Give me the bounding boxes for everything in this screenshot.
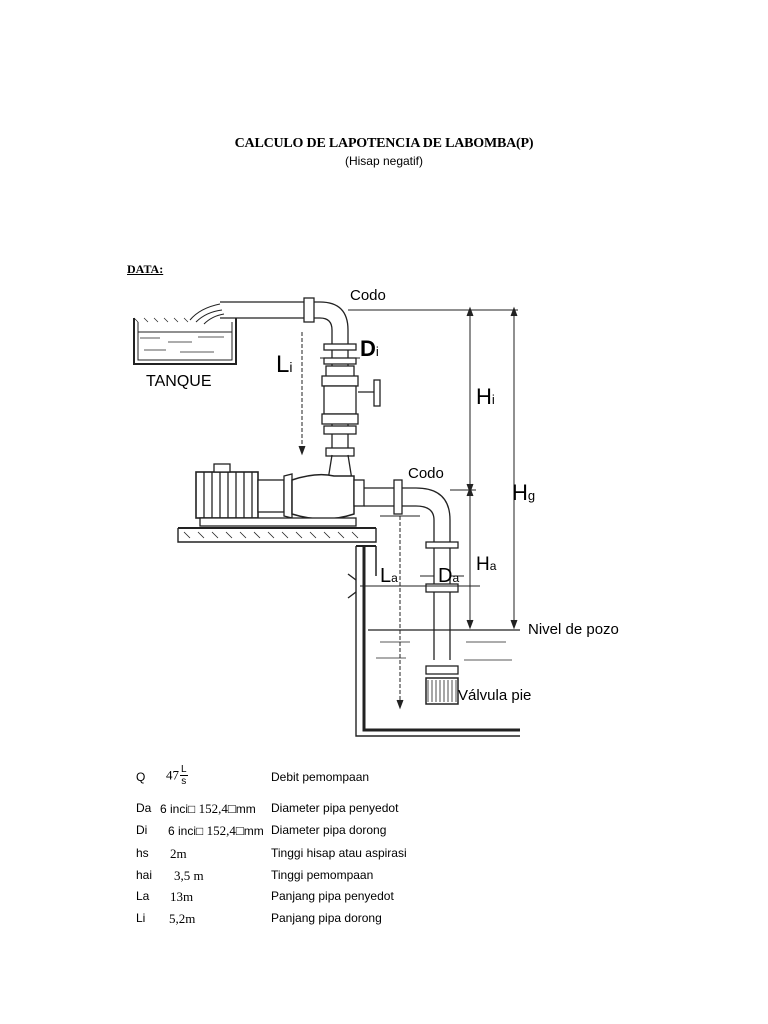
page-title: CALCULO DE LAPOTENCIA DE LABOMBA(P): [234, 136, 534, 151]
symbol: Di: [136, 823, 148, 837]
pump-diagram: Codo TANQUE Li Di Hi Codo Hg Ha La Da Ni…: [133, 287, 619, 737]
label-codo-mid: Codo: [408, 465, 444, 482]
label-codo-top: Codo: [350, 287, 386, 304]
value: 2m: [170, 846, 187, 861]
dimension-lines: [298, 306, 518, 710]
symbol: Q: [136, 770, 146, 784]
label-li: Li: [276, 351, 292, 378]
data-row-li: Li 5,2m Panjang pipa dorong: [0, 911, 768, 929]
label-ha: Ha: [476, 554, 497, 575]
data-row-la: La 13m Panjang pipa penyedot: [0, 889, 768, 907]
data-row-hai: hai 3,5 m Tinggi pemompaan: [0, 868, 768, 886]
data-row-da: Da 6 inci□ 152,4□mm Diameter pipa penyed…: [0, 801, 768, 819]
label-la: La: [380, 565, 398, 587]
description: Tinggi hisap atau aspirasi: [271, 846, 407, 860]
symbol: hai: [136, 868, 153, 882]
value: 5,2m: [169, 911, 196, 926]
data-row-hs: hs 2m Tinggi hisap atau aspirasi: [0, 846, 768, 864]
description: Panjang pipa dorong: [271, 911, 382, 925]
label-hg: Hg: [512, 480, 535, 505]
description: Diameter pipa penyedot: [271, 801, 399, 815]
symbol: hs: [136, 846, 149, 860]
data-heading: DATA:: [127, 262, 164, 276]
symbol: La: [136, 889, 150, 903]
tank: [133, 303, 237, 365]
label-hi: Hi: [476, 384, 495, 409]
value: 3,5 m: [174, 868, 204, 883]
description: Diameter pipa dorong: [271, 823, 387, 837]
value: 6 inci□ 152,4□mm: [160, 801, 256, 816]
diagram-labels: Codo TANQUE Li Di Hi Codo Hg Ha La Da Ni…: [146, 287, 619, 704]
label-tanque: TANQUE: [146, 373, 211, 390]
description: Panjang pipa penyedot: [271, 889, 394, 903]
value: 6 inci□ 152,4□mm: [168, 823, 264, 838]
label-valvula: Válvula pie: [458, 687, 531, 704]
description: Tinggi pemompaan: [271, 868, 374, 882]
suction-pipe: [393, 479, 459, 705]
symbol: Da: [136, 801, 152, 815]
description: Debit pemompaan: [271, 770, 370, 784]
label-di: Di: [360, 336, 379, 361]
page-subtitle: (Hisap negatif): [344, 154, 424, 168]
data-row-di: Di 6 inci□ 152,4□mm Diameter pipa dorong: [0, 823, 768, 841]
symbol: Li: [136, 911, 146, 925]
motor-pump: [177, 463, 402, 543]
label-da: Da: [438, 565, 459, 587]
well: [347, 545, 520, 737]
label-nivel: Nivel de pozo: [528, 621, 619, 638]
value: 13m: [170, 889, 194, 904]
discharge-pipe: [220, 297, 381, 481]
